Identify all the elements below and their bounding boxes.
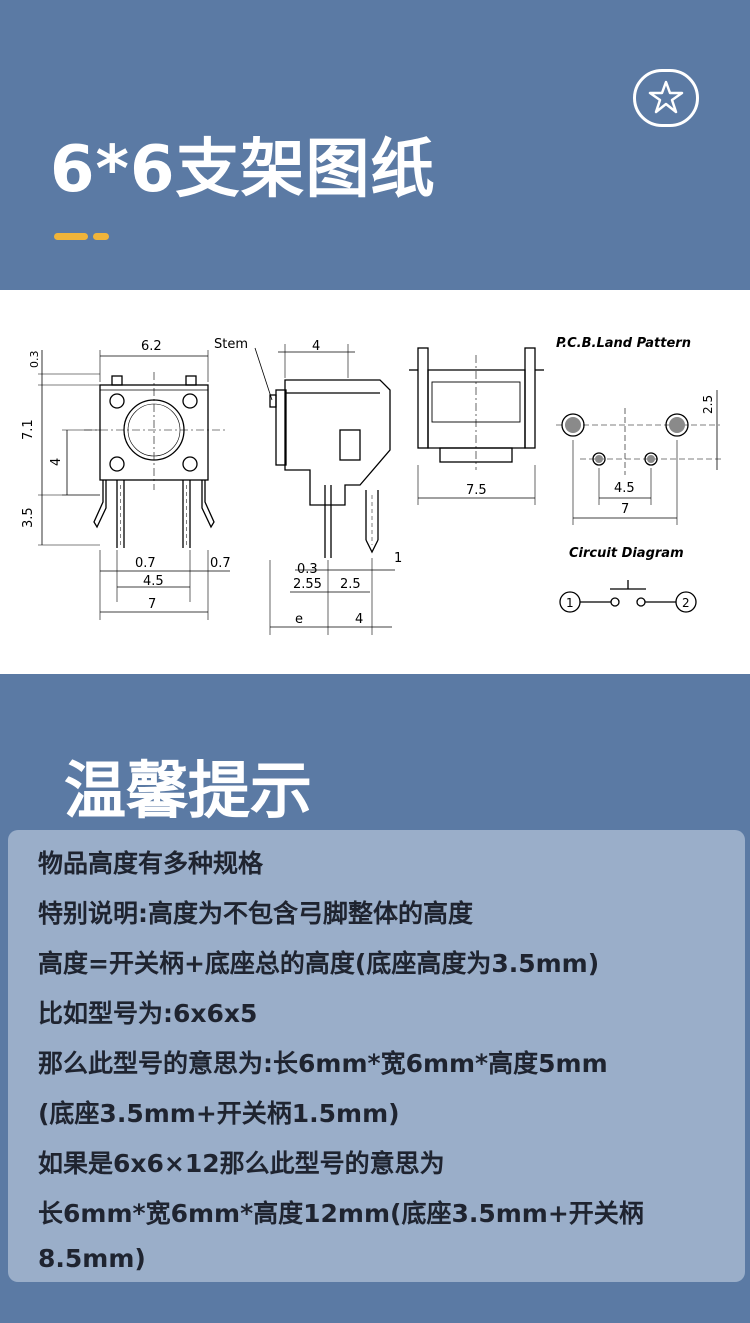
- dim-side-4: 4: [355, 612, 363, 627]
- label-circuit-diagram: Circuit Diagram: [569, 546, 684, 561]
- dim-body-height: 7.1: [21, 419, 36, 440]
- dim-pin-length: 3.5: [21, 507, 36, 528]
- circuit-node-1: 1: [566, 596, 574, 610]
- technical-drawing: 6.2 0.3 7.1 4 3.5 0.7 0.7 4.5 7 Stem 4 0…: [0, 290, 750, 674]
- star-icon: [633, 69, 699, 127]
- dim-pcb-45: 4.5: [614, 481, 635, 496]
- dim-overall-width: 7: [148, 597, 156, 612]
- page-title: 6*6支架图纸: [50, 133, 436, 207]
- dim-pin-width-right: 0.7: [210, 556, 231, 571]
- dim-side-03: 0.3: [297, 562, 318, 577]
- tip-line: 特别说明:高度为不包含弓脚整体的高度: [38, 899, 473, 928]
- label-pcb-land-pattern: P.C.B.Land Pattern: [556, 336, 691, 351]
- tip-line: 物品高度有多种规格: [38, 849, 264, 878]
- dim-pin-width-left: 0.7: [135, 556, 156, 571]
- tip-line: 8.5mm): [38, 1244, 146, 1273]
- dim-pcb-7: 7: [621, 502, 629, 517]
- circuit-node-2: 2: [682, 596, 690, 610]
- dim-top-offset: 0.3: [28, 351, 41, 369]
- title-underline-short: [93, 233, 109, 240]
- dim-side-top: 4: [312, 339, 320, 354]
- title-underline-long: [54, 233, 88, 240]
- dim-side-e: e: [295, 612, 303, 627]
- tip-line: 如果是6x6×12那么此型号的意思为: [38, 1149, 445, 1178]
- tip-line: 长6mm*宽6mm*高度12mm(底座3.5mm+开关柄: [38, 1199, 644, 1228]
- tip-line: (底座3.5mm+开关柄1.5mm): [38, 1099, 400, 1128]
- page-header: 6*6支架图纸: [0, 0, 750, 290]
- dim-pin-pitch: 4.5: [143, 574, 164, 589]
- dim-side-1: 1: [394, 551, 402, 566]
- tip-line: 高度=开关柄+底座总的高度(底座高度为3.5mm): [38, 949, 600, 978]
- label-stem: Stem: [214, 337, 248, 352]
- dim-frame-width: 7.5: [466, 483, 487, 498]
- dim-pcb-25: 2.5: [701, 395, 715, 414]
- tip-line: 那么此型号的意思为:长6mm*宽6mm*高度5mm: [38, 1049, 608, 1078]
- tips-title: 温馨提示: [64, 754, 313, 827]
- dim-side-255: 2.55: [293, 577, 322, 592]
- dim-top-width: 6.2: [141, 339, 162, 354]
- tips-box: 物品高度有多种规格 特别说明:高度为不包含弓脚整体的高度 高度=开关柄+底座总的…: [8, 830, 745, 1282]
- dim-side-25: 2.5: [340, 577, 361, 592]
- dim-inner-height: 4: [49, 458, 64, 466]
- tip-line: 比如型号为:6x6x5: [38, 999, 258, 1028]
